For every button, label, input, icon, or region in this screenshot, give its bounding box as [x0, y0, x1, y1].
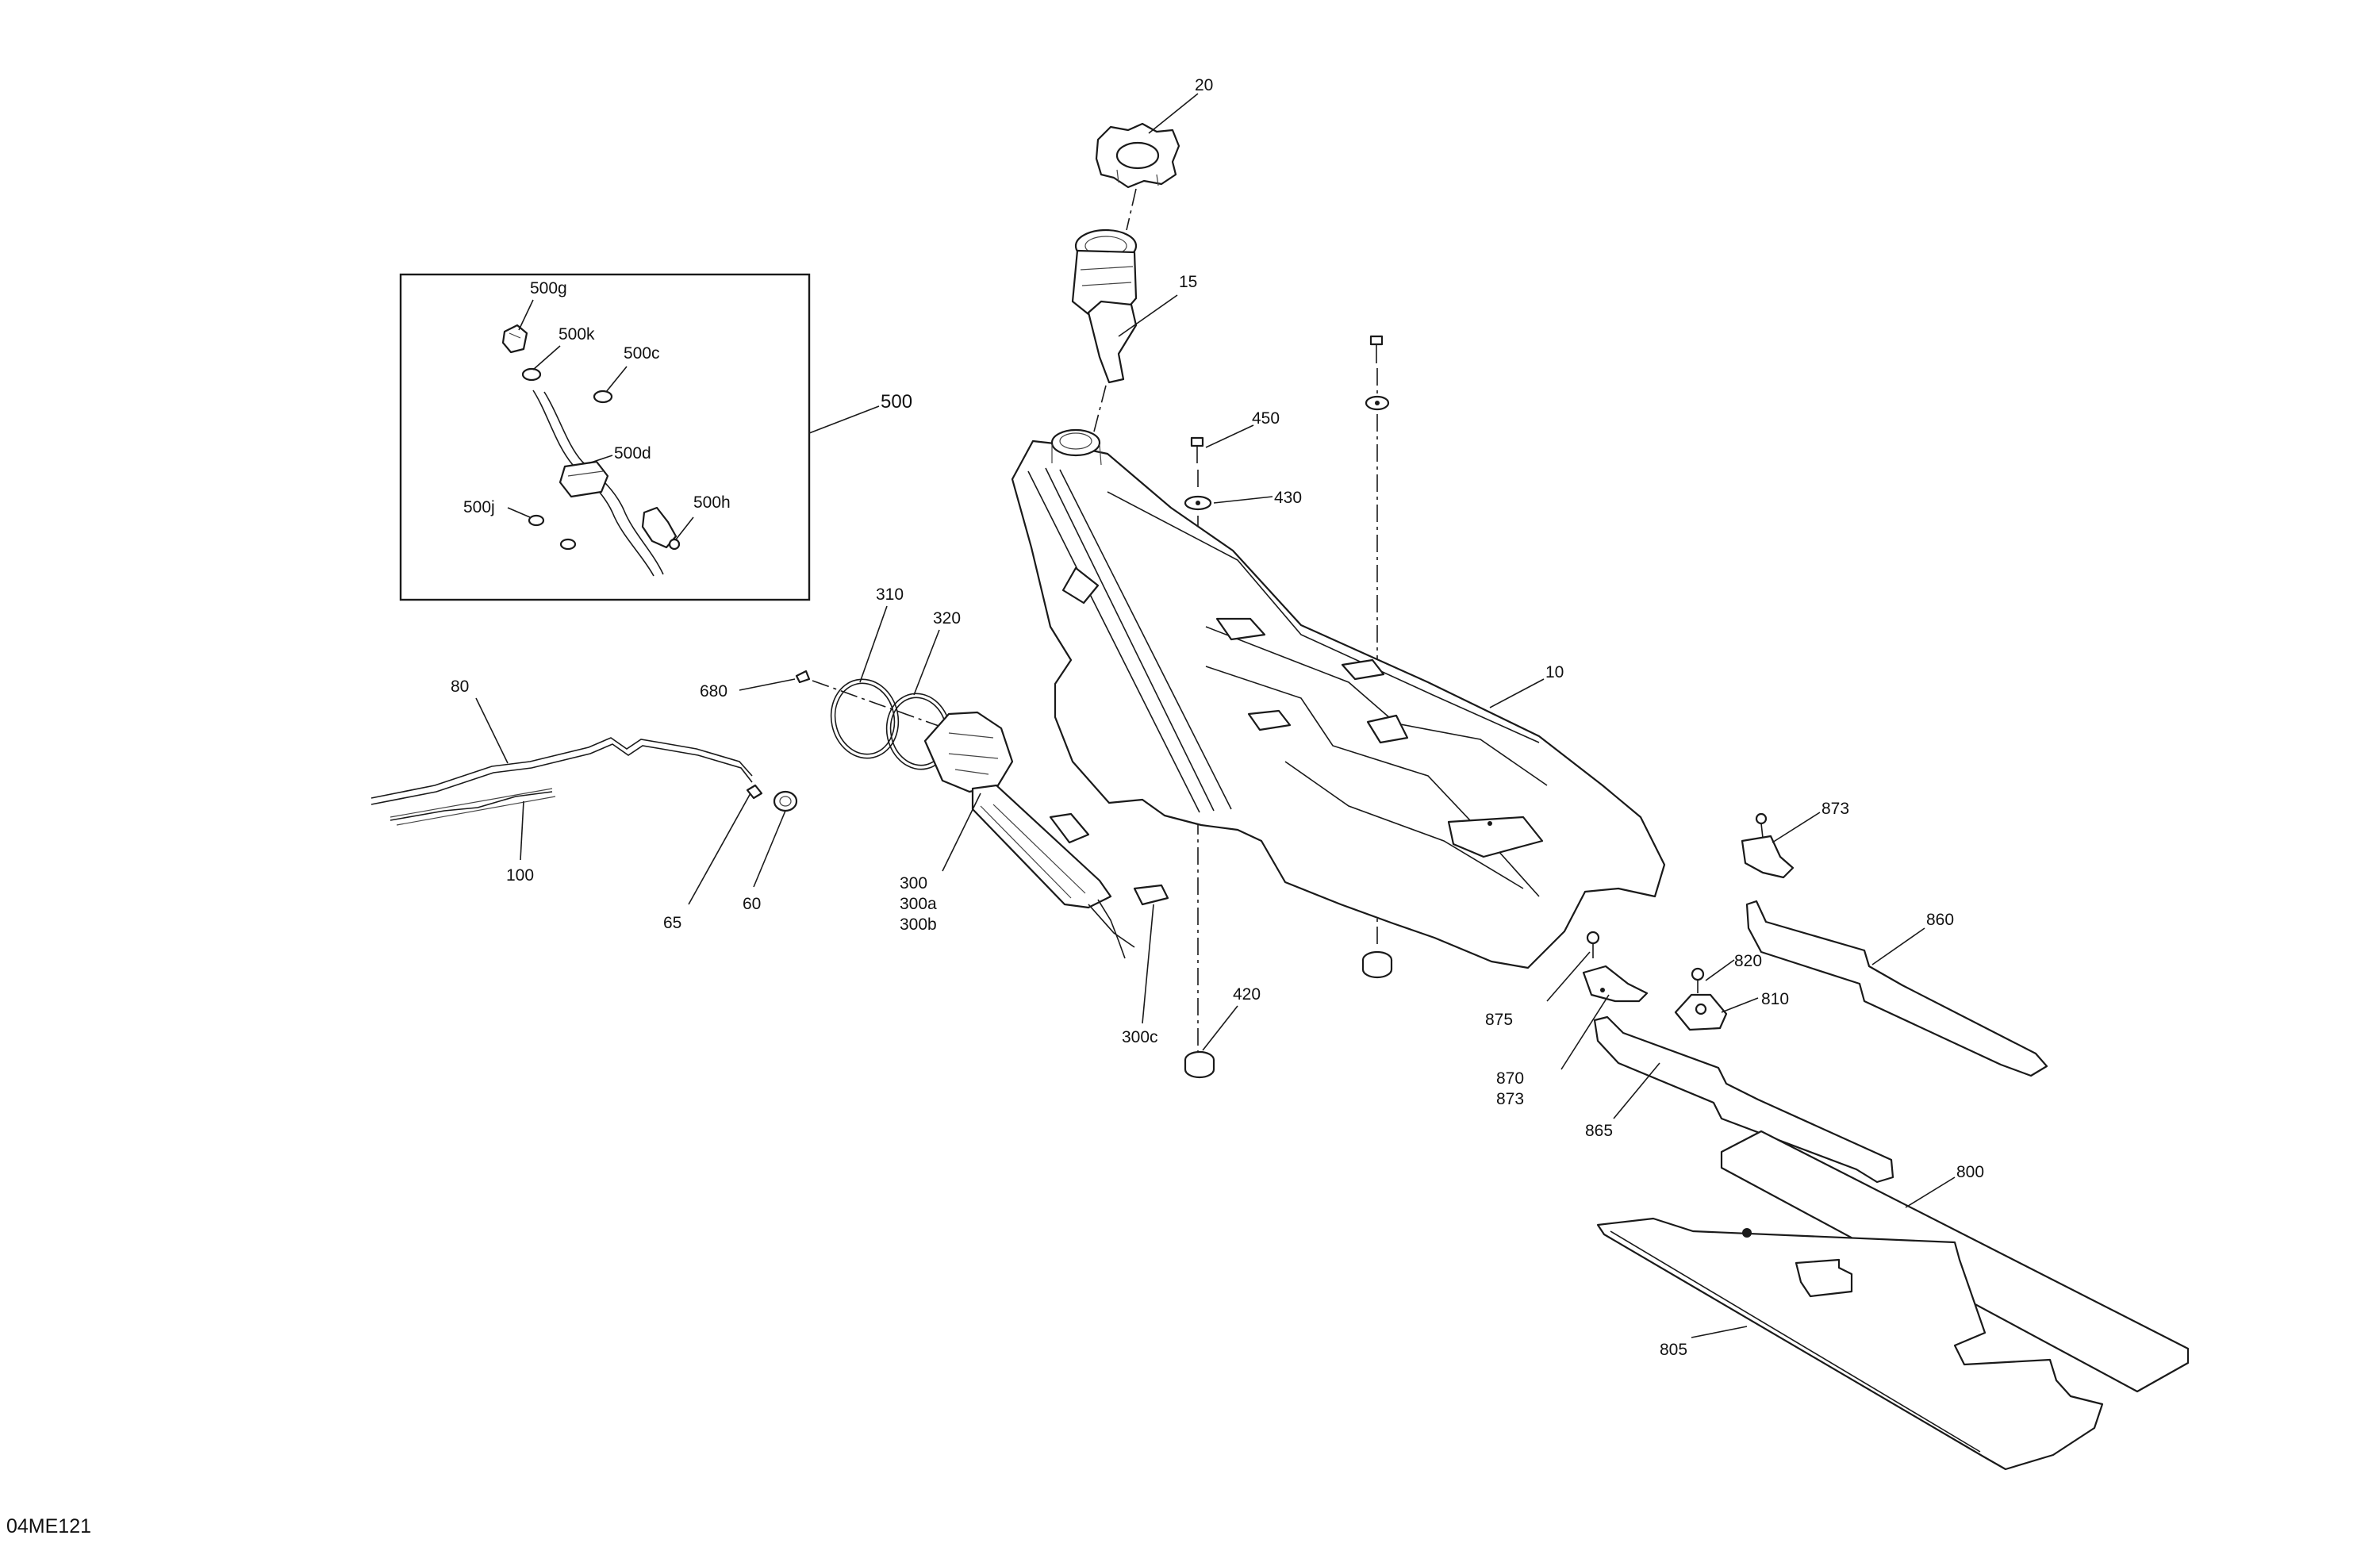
callout-80: 80	[451, 677, 469, 696]
strap-865	[1593, 1015, 1894, 1184]
callout-500d: 500d	[614, 444, 651, 463]
lock-ring-310	[830, 678, 900, 759]
callout-500: 500	[881, 391, 912, 413]
callout-873-bottom: 873	[1496, 1090, 1524, 1108]
callout-860: 860	[1926, 911, 1954, 929]
callout-500h: 500h	[693, 493, 731, 512]
callout-805: 805	[1660, 1341, 1687, 1359]
callout-873-top: 873	[1821, 800, 1849, 818]
callout-500c: 500c	[624, 344, 660, 363]
callout-680: 680	[700, 682, 727, 700]
callout-300b: 300b	[900, 915, 937, 934]
callout-870: 870	[1496, 1069, 1524, 1088]
bolt-450	[1190, 436, 1204, 463]
callout-820: 820	[1734, 952, 1762, 970]
fuel-tank	[1011, 428, 1666, 969]
screw-680	[795, 670, 811, 684]
callout-60: 60	[743, 895, 761, 913]
callout-100: 100	[506, 866, 534, 885]
fuel-line	[370, 737, 753, 826]
bolt-right	[1369, 335, 1384, 363]
callout-300c: 300c	[1122, 1028, 1158, 1046]
callout-65: 65	[663, 914, 681, 932]
screw-875	[1586, 931, 1600, 958]
callout-500j: 500j	[463, 498, 495, 516]
fitting-60	[773, 790, 798, 812]
callout-420: 420	[1233, 985, 1261, 1004]
clip-873	[1741, 812, 1795, 879]
callout-310: 310	[876, 585, 904, 604]
detail-box-500	[399, 273, 811, 601]
callout-10: 10	[1545, 663, 1564, 681]
callout-320: 320	[933, 609, 961, 628]
filler-neck	[1071, 228, 1138, 384]
callout-875: 875	[1485, 1011, 1513, 1029]
callout-500k: 500k	[559, 325, 595, 344]
callout-15: 15	[1179, 273, 1197, 291]
vent-hose-assembly	[501, 324, 681, 577]
strap-860	[1745, 900, 2048, 1077]
callout-430: 430	[1274, 489, 1302, 507]
clip-nut-810	[1674, 993, 1728, 1031]
grommet-right	[1361, 950, 1393, 979]
callout-450: 450	[1252, 409, 1280, 428]
bracket-870	[1582, 965, 1649, 1003]
drawing-reference: 04ME121	[6, 1515, 91, 1537]
callout-800: 800	[1956, 1163, 1984, 1181]
callout-500g: 500g	[530, 279, 567, 297]
screw-820	[1691, 967, 1705, 993]
callout-300: 300	[900, 874, 927, 892]
clamp-65	[746, 784, 763, 800]
heat-shield-805	[1596, 1217, 2104, 1471]
fuel-pump-module	[923, 711, 1169, 959]
callout-300a: 300a	[900, 895, 937, 913]
callout-865: 865	[1585, 1122, 1613, 1140]
callout-810: 810	[1761, 990, 1789, 1008]
grommet-420	[1184, 1050, 1215, 1079]
fuel-cap	[1095, 122, 1180, 189]
callout-20: 20	[1195, 76, 1213, 94]
